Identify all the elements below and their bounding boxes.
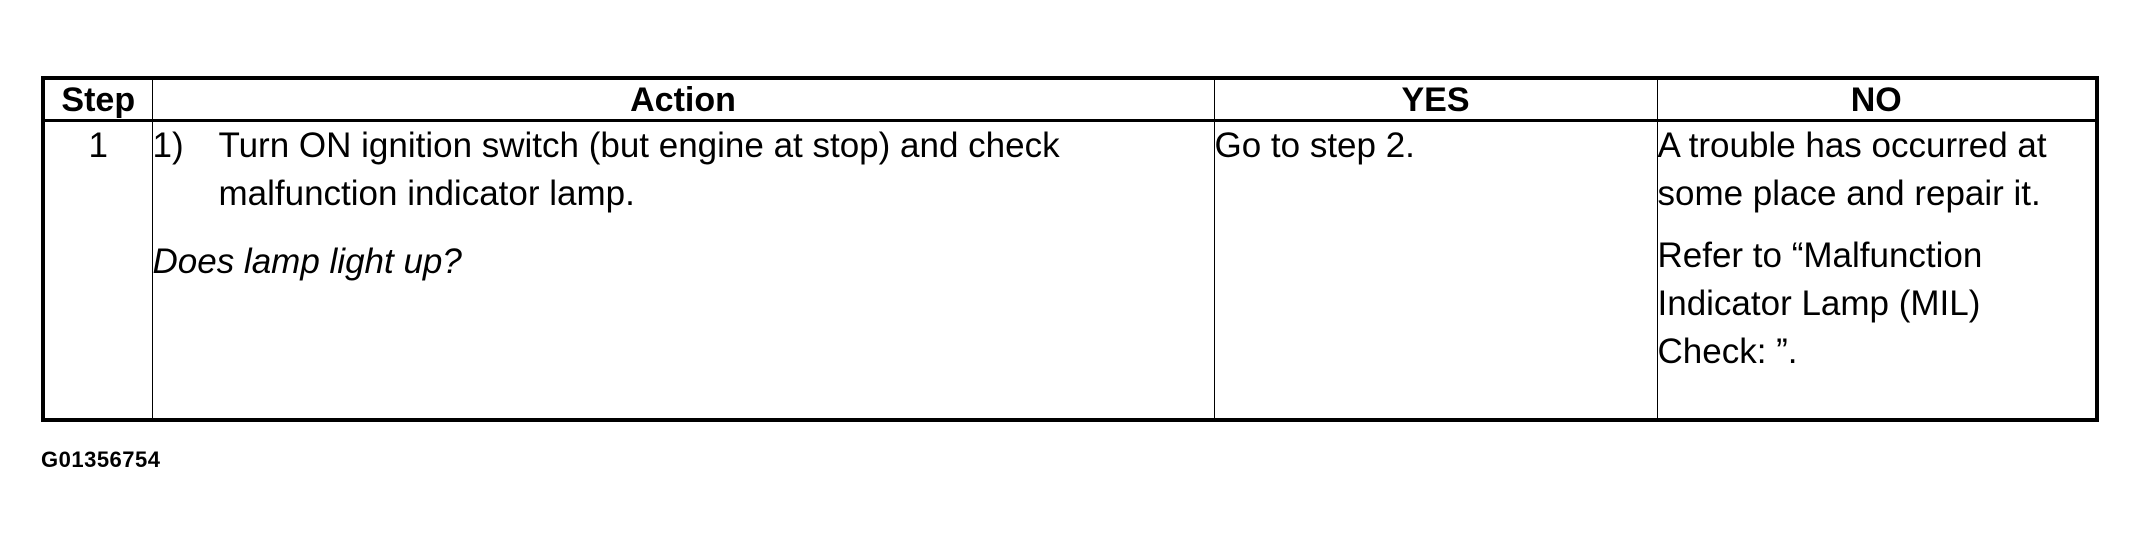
header-step: Step <box>42 77 153 122</box>
step-number: 1 <box>42 120 153 421</box>
header-no: NO <box>1656 77 2098 122</box>
header-yes: YES <box>1213 77 1658 122</box>
table-row: 1 1) Turn ON ignition switch (but engine… <box>42 120 2098 421</box>
action-question: Does lamp light up? <box>152 242 462 281</box>
yes-result: Go to step 2. <box>1213 120 1658 421</box>
action-cell: 1) Turn ON ignition switch (but engine a… <box>151 120 1215 421</box>
no-result-text: A trouble has occurred at some place and… <box>1657 126 2047 213</box>
action-item: 1) Turn ON ignition switch (but engine a… <box>153 122 1214 218</box>
no-result: A trouble has occurred at some place and… <box>1656 120 2098 421</box>
no-result-reference: Refer to “Malfunction Indicator Lamp (MI… <box>1657 236 1983 371</box>
figure-id: G01356754 <box>41 447 161 472</box>
action-item-text: Turn ON ignition switch (but engine at s… <box>218 126 1060 213</box>
table-header-row: Step Action YES NO <box>42 77 2098 122</box>
diagnostic-table: Step Action YES NO 1 1) Turn ON ignition… <box>41 76 2099 422</box>
header-action: Action <box>151 77 1215 122</box>
action-item-number: 1) <box>152 126 184 165</box>
